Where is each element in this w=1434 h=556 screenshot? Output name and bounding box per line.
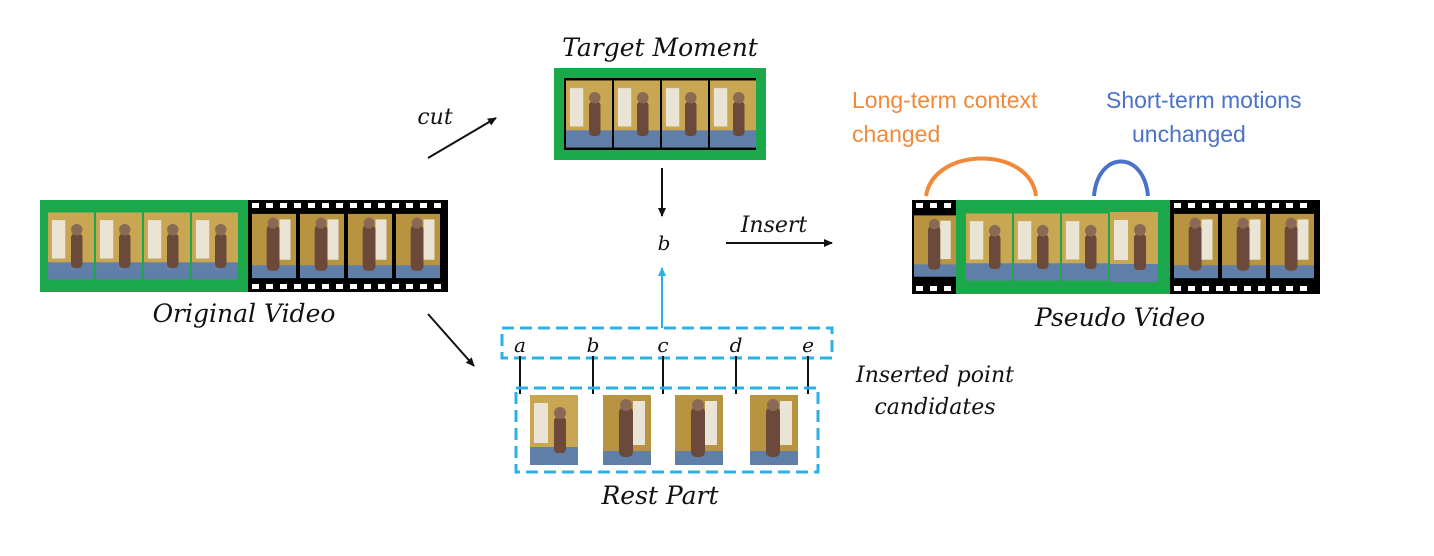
sprocket-holes-top-left <box>916 203 951 208</box>
candidates-dashed-box <box>500 326 834 360</box>
cut-label: cut <box>417 105 452 130</box>
long-term-label-line1: Long-term context <box>852 87 1038 113</box>
original-video-label: Original Video <box>153 299 336 328</box>
insert-point-b: b <box>658 231 671 255</box>
inserted-point-label-line1: Inserted point <box>855 363 1014 388</box>
point-labels: a b c d e <box>514 333 814 357</box>
rest-part-label: Rest Part <box>600 481 719 510</box>
insert-label: Insert <box>740 213 808 238</box>
pseudo-video-label: Pseudo Video <box>1034 303 1205 332</box>
cut-arrow <box>427 117 497 159</box>
rest-arrow <box>427 313 475 367</box>
rest-part-dashed-box <box>514 386 820 474</box>
point-label: a <box>514 333 526 357</box>
target-moment-label: Target Moment <box>562 33 759 62</box>
sprocket-holes-bottom-left <box>916 286 951 291</box>
short-term-label-line1: Short-term motions <box>1106 87 1302 113</box>
sprocket-holes-bottom <box>252 284 441 289</box>
rest-part-frames <box>530 395 798 465</box>
point-label: e <box>802 333 814 357</box>
sprocket-holes-top-right <box>1174 203 1307 208</box>
original-video-filmstrip <box>40 200 448 292</box>
pseudo-video-filmstrip <box>912 200 1320 294</box>
short-term-arc <box>1092 159 1150 197</box>
long-term-arc <box>924 156 1038 197</box>
short-term-label-line2: unchanged <box>1132 121 1246 147</box>
point-label: b <box>587 333 600 357</box>
sprocket-holes-top <box>252 203 441 208</box>
point-label: c <box>657 333 668 357</box>
sprocket-holes-bottom-right <box>1174 286 1307 291</box>
point-label: d <box>730 333 743 357</box>
inserted-point-label-line2: candidates <box>874 395 995 420</box>
long-term-label-line2: changed <box>852 121 940 147</box>
target-moment-clip <box>554 68 766 160</box>
